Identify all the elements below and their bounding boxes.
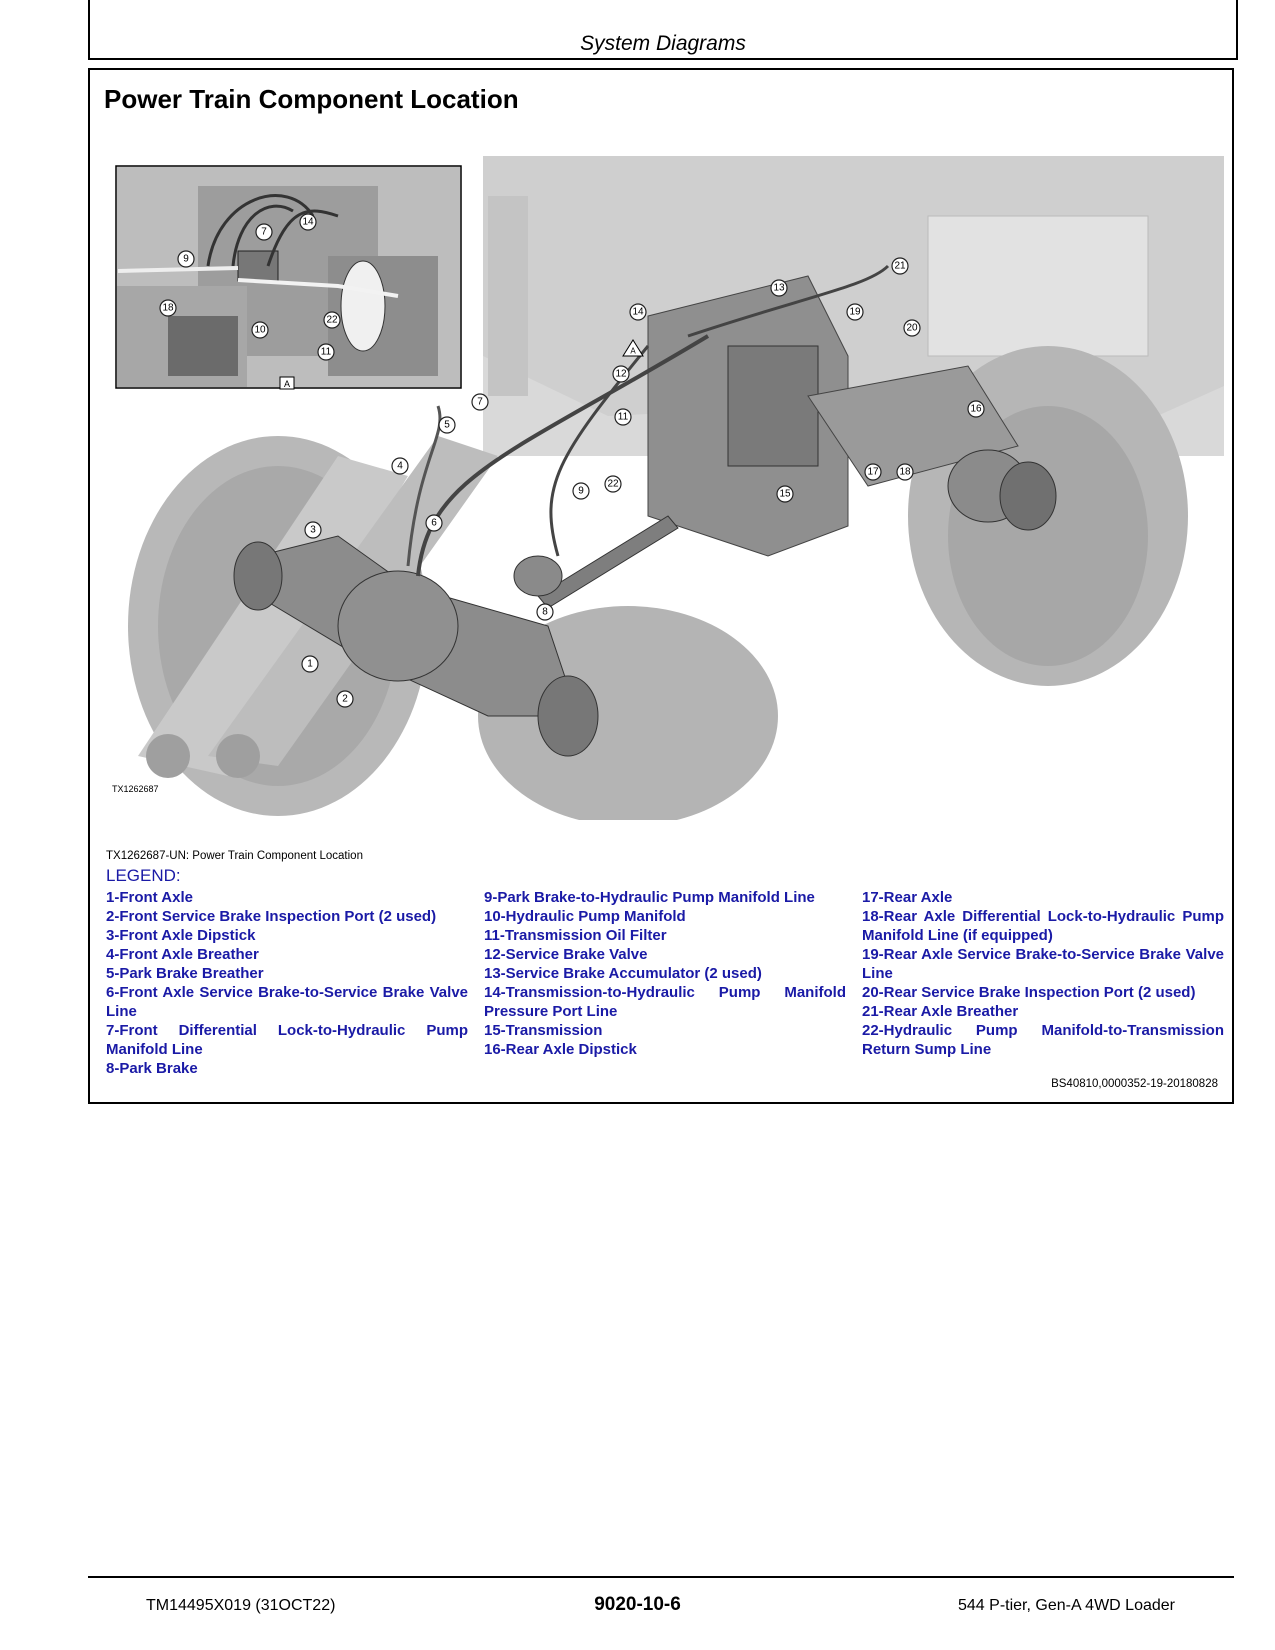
figure-caption: TX1262687-UN: Power Train Component Loca… bbox=[106, 850, 363, 862]
inset-callout: 10 bbox=[251, 321, 269, 339]
main-callout: 16 bbox=[967, 400, 985, 418]
main-callout: 22 bbox=[604, 475, 622, 493]
svg-text:15: 15 bbox=[779, 489, 791, 500]
main-callout: 1 bbox=[301, 655, 319, 673]
legend-item: 3-Front Axle Dipstick bbox=[106, 927, 256, 944]
legend-column-1: 1-Front Axle 2-Front Service Brake Inspe… bbox=[106, 888, 468, 1078]
legend-title: LEGEND: bbox=[106, 866, 181, 885]
legend-item: 4-Front Axle Breather bbox=[106, 946, 259, 963]
legend-column-2: 9-Park Brake-to-Hydraulic Pump Manifold … bbox=[484, 888, 846, 1059]
power-train-figure: A 9 7 14 18 10 22 11 A 21 13 19 20 14 12… bbox=[108, 156, 1224, 820]
main-callout: 19 bbox=[846, 303, 864, 321]
inset-callout: 22 bbox=[323, 311, 341, 329]
legend-item: 20-Rear Service Brake Inspection Port (2… bbox=[862, 984, 1196, 1001]
svg-text:12: 12 bbox=[615, 369, 627, 380]
main-callout: 20 bbox=[903, 319, 921, 337]
main-callout: 2 bbox=[336, 690, 354, 708]
footer-page-number: 9020-10-6 bbox=[594, 1594, 681, 1615]
main-callout: 7 bbox=[471, 393, 489, 411]
legend-item: 15-Transmission bbox=[484, 1022, 603, 1039]
main-callout: 6 bbox=[425, 514, 443, 532]
legend-item: 10-Hydraulic Pump Manifold bbox=[484, 908, 686, 925]
footer-manual-id: TM14495X019 (31OCT22) bbox=[146, 1597, 336, 1614]
legend-item: 14-Transmission-to-Hydraulic Pump Manifo… bbox=[484, 984, 846, 1020]
figure-illustration: A 9 7 14 18 10 22 11 A 21 13 19 20 14 12… bbox=[112, 156, 1224, 820]
legend-item: 6-Front Axle Service Brake-to-Service Br… bbox=[106, 984, 468, 1020]
svg-text:22: 22 bbox=[607, 479, 619, 490]
legend-item: 13-Service Brake Accumulator (2 used) bbox=[484, 965, 762, 982]
header-title: System Diagrams bbox=[580, 32, 746, 55]
svg-text:8: 8 bbox=[542, 607, 548, 618]
footer-model: 544 P-tier, Gen-A 4WD Loader bbox=[958, 1597, 1175, 1614]
main-callout: 18 bbox=[896, 463, 914, 481]
svg-text:9: 9 bbox=[578, 486, 584, 497]
svg-text:14: 14 bbox=[632, 307, 644, 318]
legend-item: 8-Park Brake bbox=[106, 1060, 198, 1077]
svg-text:20: 20 bbox=[906, 323, 918, 334]
main-callout: 9 bbox=[572, 482, 590, 500]
legend-column-3: 17-Rear Axle 18-Rear Axle Differential L… bbox=[862, 888, 1224, 1059]
inset-callout: 18 bbox=[159, 299, 177, 317]
legend-item: 17-Rear Axle bbox=[862, 889, 953, 906]
svg-text:5: 5 bbox=[444, 420, 450, 431]
footer-rule bbox=[88, 1576, 1234, 1578]
legend-item: 11-Transmission Oil Filter bbox=[484, 927, 667, 944]
svg-text:7: 7 bbox=[477, 397, 483, 408]
svg-text:17: 17 bbox=[867, 467, 879, 478]
svg-text:6: 6 bbox=[431, 518, 437, 529]
svg-text:9: 9 bbox=[183, 254, 189, 265]
svg-text:3: 3 bbox=[310, 525, 316, 536]
svg-text:22: 22 bbox=[326, 315, 338, 326]
legend-item: 5-Park Brake Breather bbox=[106, 965, 264, 982]
main-callout: 17 bbox=[864, 463, 882, 481]
section-title: Power Train Component Location bbox=[104, 84, 519, 114]
main-view-marker: A bbox=[630, 347, 636, 356]
document-reference: BS40810,0000352-19-20180828 bbox=[1051, 1078, 1218, 1090]
svg-text:19: 19 bbox=[849, 307, 861, 318]
main-callout: 11 bbox=[614, 408, 632, 426]
inset-callout: 7 bbox=[255, 223, 273, 241]
svg-text:18: 18 bbox=[899, 467, 911, 478]
main-callout: 12 bbox=[612, 365, 630, 383]
main-callout: 13 bbox=[770, 279, 788, 297]
svg-text:4: 4 bbox=[397, 461, 403, 472]
legend-item: 12-Service Brake Valve bbox=[484, 946, 648, 963]
main-callout: 15 bbox=[776, 485, 794, 503]
svg-text:21: 21 bbox=[894, 261, 906, 272]
main-callout: 8 bbox=[536, 603, 554, 621]
inset-callout: 11 bbox=[317, 343, 335, 361]
svg-text:14: 14 bbox=[302, 217, 314, 228]
svg-text:2: 2 bbox=[342, 694, 348, 705]
main-callout: 4 bbox=[391, 457, 409, 475]
svg-text:13: 13 bbox=[773, 283, 785, 294]
svg-text:11: 11 bbox=[618, 412, 629, 423]
inset-callout: 9 bbox=[177, 250, 195, 268]
legend-item: 2-Front Service Brake Inspection Port (2… bbox=[106, 908, 437, 925]
figure-id-label: TX1262687 bbox=[112, 784, 159, 794]
legend-item: 18-Rear Axle Differential Lock-to-Hydrau… bbox=[862, 908, 1224, 944]
svg-text:10: 10 bbox=[254, 325, 266, 336]
legend-item: 21-Rear Axle Breather bbox=[862, 1003, 1019, 1020]
main-callout: 14 bbox=[629, 303, 647, 321]
svg-text:16: 16 bbox=[970, 404, 982, 415]
main-callout: 5 bbox=[438, 416, 456, 434]
legend-item: 19-Rear Axle Service Brake-to-Service Br… bbox=[862, 946, 1224, 982]
main-callout: 3 bbox=[304, 521, 322, 539]
legend-item: 7-Front Differential Lock-to-Hydraulic P… bbox=[106, 1022, 468, 1058]
legend-item: 1-Front Axle bbox=[106, 889, 193, 906]
legend-item: 16-Rear Axle Dipstick bbox=[484, 1041, 637, 1058]
svg-text:11: 11 bbox=[321, 347, 332, 358]
section-box: Power Train Component Location bbox=[88, 68, 1234, 1104]
legend-item: 22-Hydraulic Pump Manifold-to-Transmissi… bbox=[862, 1022, 1224, 1058]
svg-text:7: 7 bbox=[261, 227, 267, 238]
inset-label: A bbox=[284, 379, 290, 389]
inset-callout: 14 bbox=[299, 213, 317, 231]
svg-text:1: 1 bbox=[307, 659, 313, 670]
svg-text:18: 18 bbox=[162, 303, 174, 314]
page-header: System Diagrams bbox=[88, 0, 1238, 60]
legend-item: 9-Park Brake-to-Hydraulic Pump Manifold … bbox=[484, 889, 815, 906]
main-callout: 21 bbox=[891, 257, 909, 275]
